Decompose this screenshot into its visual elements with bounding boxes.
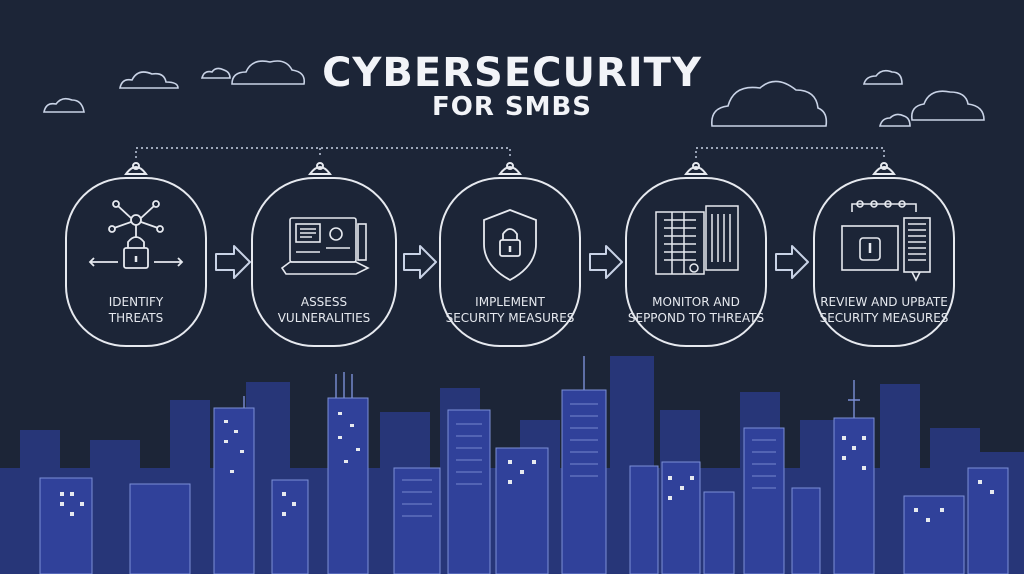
- shield-lock-icon: [483, 209, 537, 282]
- step-bubble-4: [625, 162, 767, 347]
- step-3-line-1: IMPLEMENT: [475, 295, 545, 309]
- step-bubble-5: [813, 162, 955, 347]
- arrow-right-icon: [403, 245, 437, 279]
- step-bubble-2: [251, 162, 397, 347]
- review-update-icon: [841, 200, 931, 282]
- cloud-icon: [119, 71, 179, 89]
- step-1-line-2: THREATS: [108, 311, 164, 325]
- step-4-label: MONITOR AND SEPPOND TO THREATS: [621, 294, 771, 326]
- cloud-icon: [231, 60, 306, 85]
- step-5-line-1: REVIEW AND UPBATE: [820, 295, 948, 309]
- step-2-line-1: ASSESS: [300, 295, 348, 309]
- cloud-icon: [910, 90, 985, 121]
- step-3-label: IMPLEMENT SECURITY MEASURES: [435, 294, 585, 326]
- step-3-line-2: SECURITY MEASURES: [445, 311, 575, 325]
- page-subtitle: FOR SMBS: [431, 92, 593, 122]
- cloud-icon: [878, 113, 911, 127]
- cloud-icon: [862, 69, 903, 85]
- step-bubbles: [65, 162, 955, 347]
- network-lock-icon: [88, 200, 184, 269]
- city-skyline: [0, 356, 1024, 574]
- step-bubble-1: [65, 162, 207, 347]
- step-2-line-2: VULNERALITIES: [277, 311, 371, 325]
- step-4-line-1: MONITOR AND: [652, 295, 740, 309]
- step-2-label: ASSESS VULNERALITIES: [249, 294, 399, 326]
- arrow-right-icon: [775, 245, 809, 279]
- arrow-right-icon: [215, 245, 251, 279]
- arrows: [215, 245, 809, 279]
- cloud-icon: [43, 97, 85, 113]
- step-1-line-1: IDENTIFY: [108, 295, 164, 309]
- step-bubble-3: [439, 162, 581, 347]
- clouds: [43, 60, 985, 127]
- page-title: CYBERSECURITY: [322, 50, 702, 96]
- arrow-right-icon: [589, 245, 623, 279]
- monitoring-dashboard-icon: [655, 205, 739, 275]
- cloud-icon: [711, 80, 828, 127]
- cloud-icon: [200, 67, 231, 79]
- step-5-label: REVIEW AND UPBATE SECURITY MEASURES: [809, 294, 959, 326]
- step-1-label: IDENTIFY THREATS: [61, 294, 211, 326]
- dotted-connectors: [135, 147, 885, 158]
- step-4-line-2: SEPPOND TO THREATS: [627, 311, 765, 325]
- step-5-line-2: SECURITY MEASURES: [819, 311, 949, 325]
- laptop-scan-icon: [280, 217, 370, 275]
